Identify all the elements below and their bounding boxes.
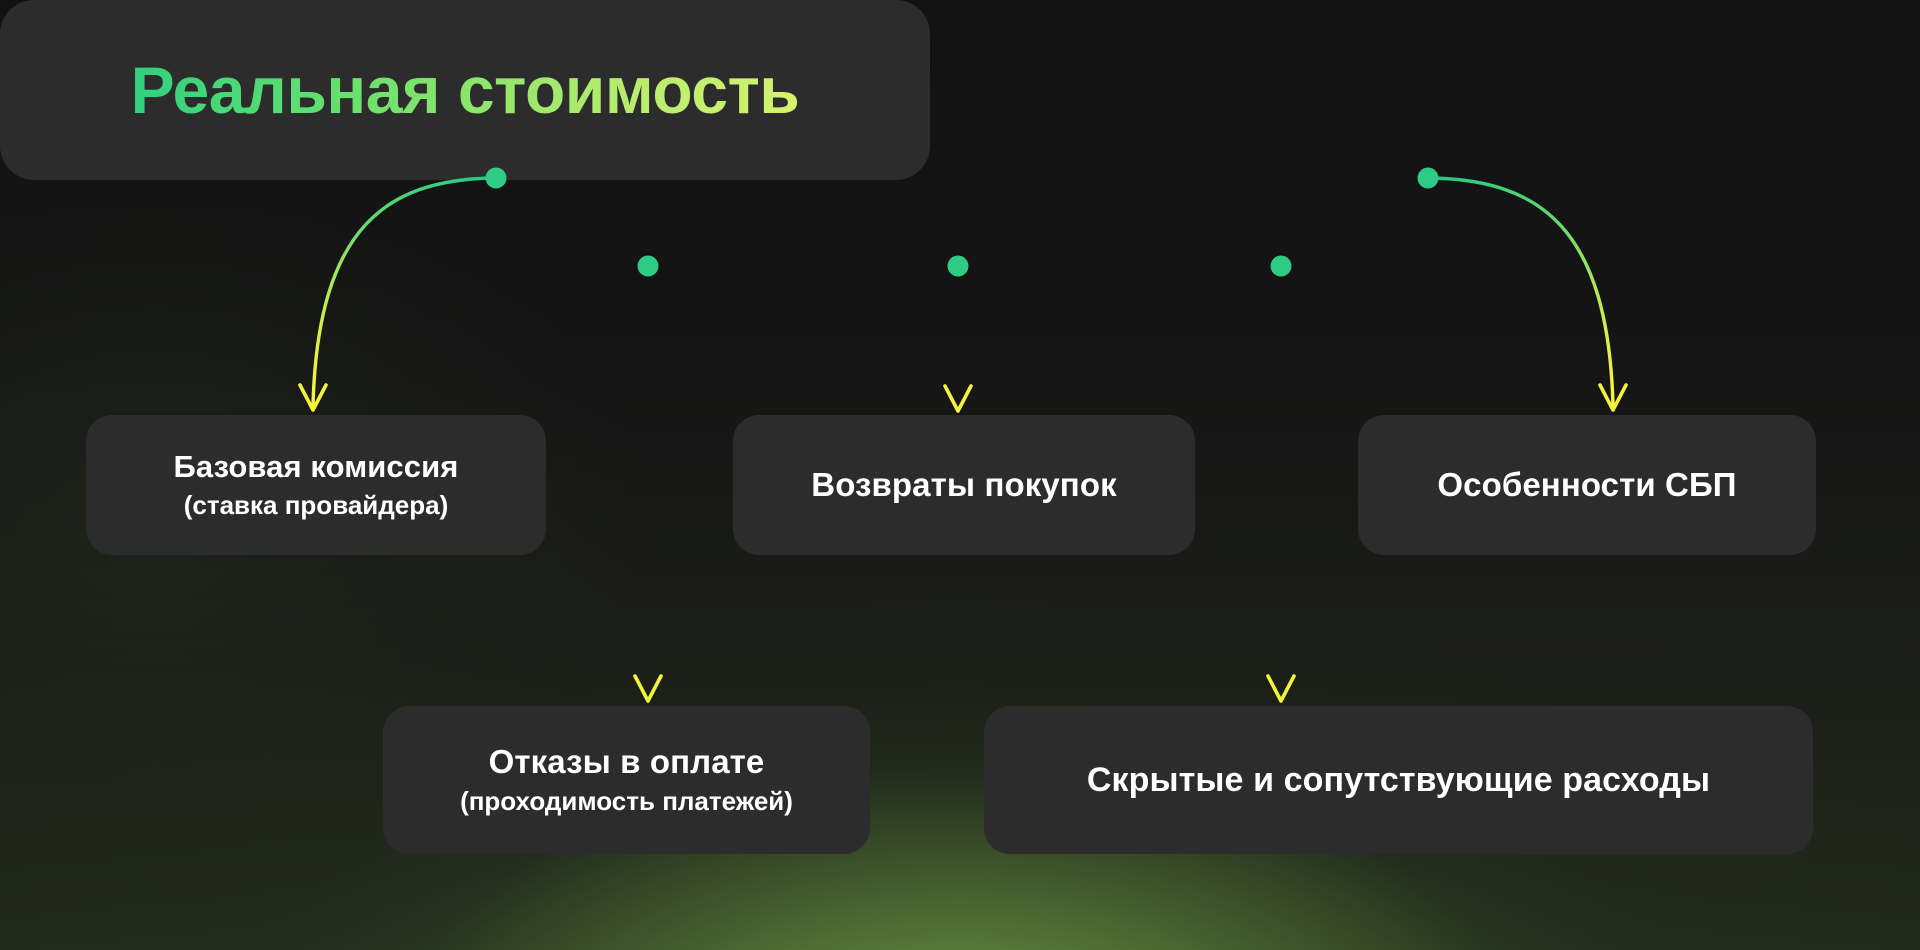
connector-dot: [637, 255, 659, 277]
connector-root-to-payment-declines: [633, 255, 663, 703]
connector-root-to-sbp-specifics: [1417, 167, 1628, 412]
root-node-card[interactable]: Реальная стоимость: [0, 0, 930, 180]
node-label-secondary: (ставка провайдера): [183, 489, 449, 520]
node-label-primary: Скрытые и сопутствующие расходы: [1086, 760, 1711, 799]
connector-dot: [1417, 167, 1439, 189]
connector-root-to-hidden-costs: [1266, 255, 1296, 703]
node-card-hidden-costs[interactable]: Скрытые и сопутствующие расходы: [984, 706, 1813, 854]
node-card-payment-declines[interactable]: Отказы в оплате (проходимость платежей): [383, 706, 870, 854]
connector-root-to-base-commission: [298, 167, 507, 412]
connector-dot: [1270, 255, 1292, 277]
root-node-title: Реальная стоимость: [130, 53, 800, 127]
node-label-primary: Базовая комиссия: [173, 449, 459, 485]
node-label-primary: Отказы в оплате: [488, 742, 765, 780]
node-label-secondary: (проходимость платежей): [460, 785, 793, 816]
node-card-purchase-refunds[interactable]: Возвраты покупок: [733, 415, 1195, 555]
node-label-primary: Возвраты покупок: [811, 465, 1117, 503]
connector-root-to-purchase-refunds: [943, 255, 973, 413]
connector-dot: [947, 255, 969, 277]
node-card-sbp-specifics[interactable]: Особенности СБП: [1358, 415, 1816, 555]
node-card-base-commission[interactable]: Базовая комиссия (ставка провайдера): [86, 415, 546, 555]
node-label-primary: Особенности СБП: [1437, 465, 1737, 503]
